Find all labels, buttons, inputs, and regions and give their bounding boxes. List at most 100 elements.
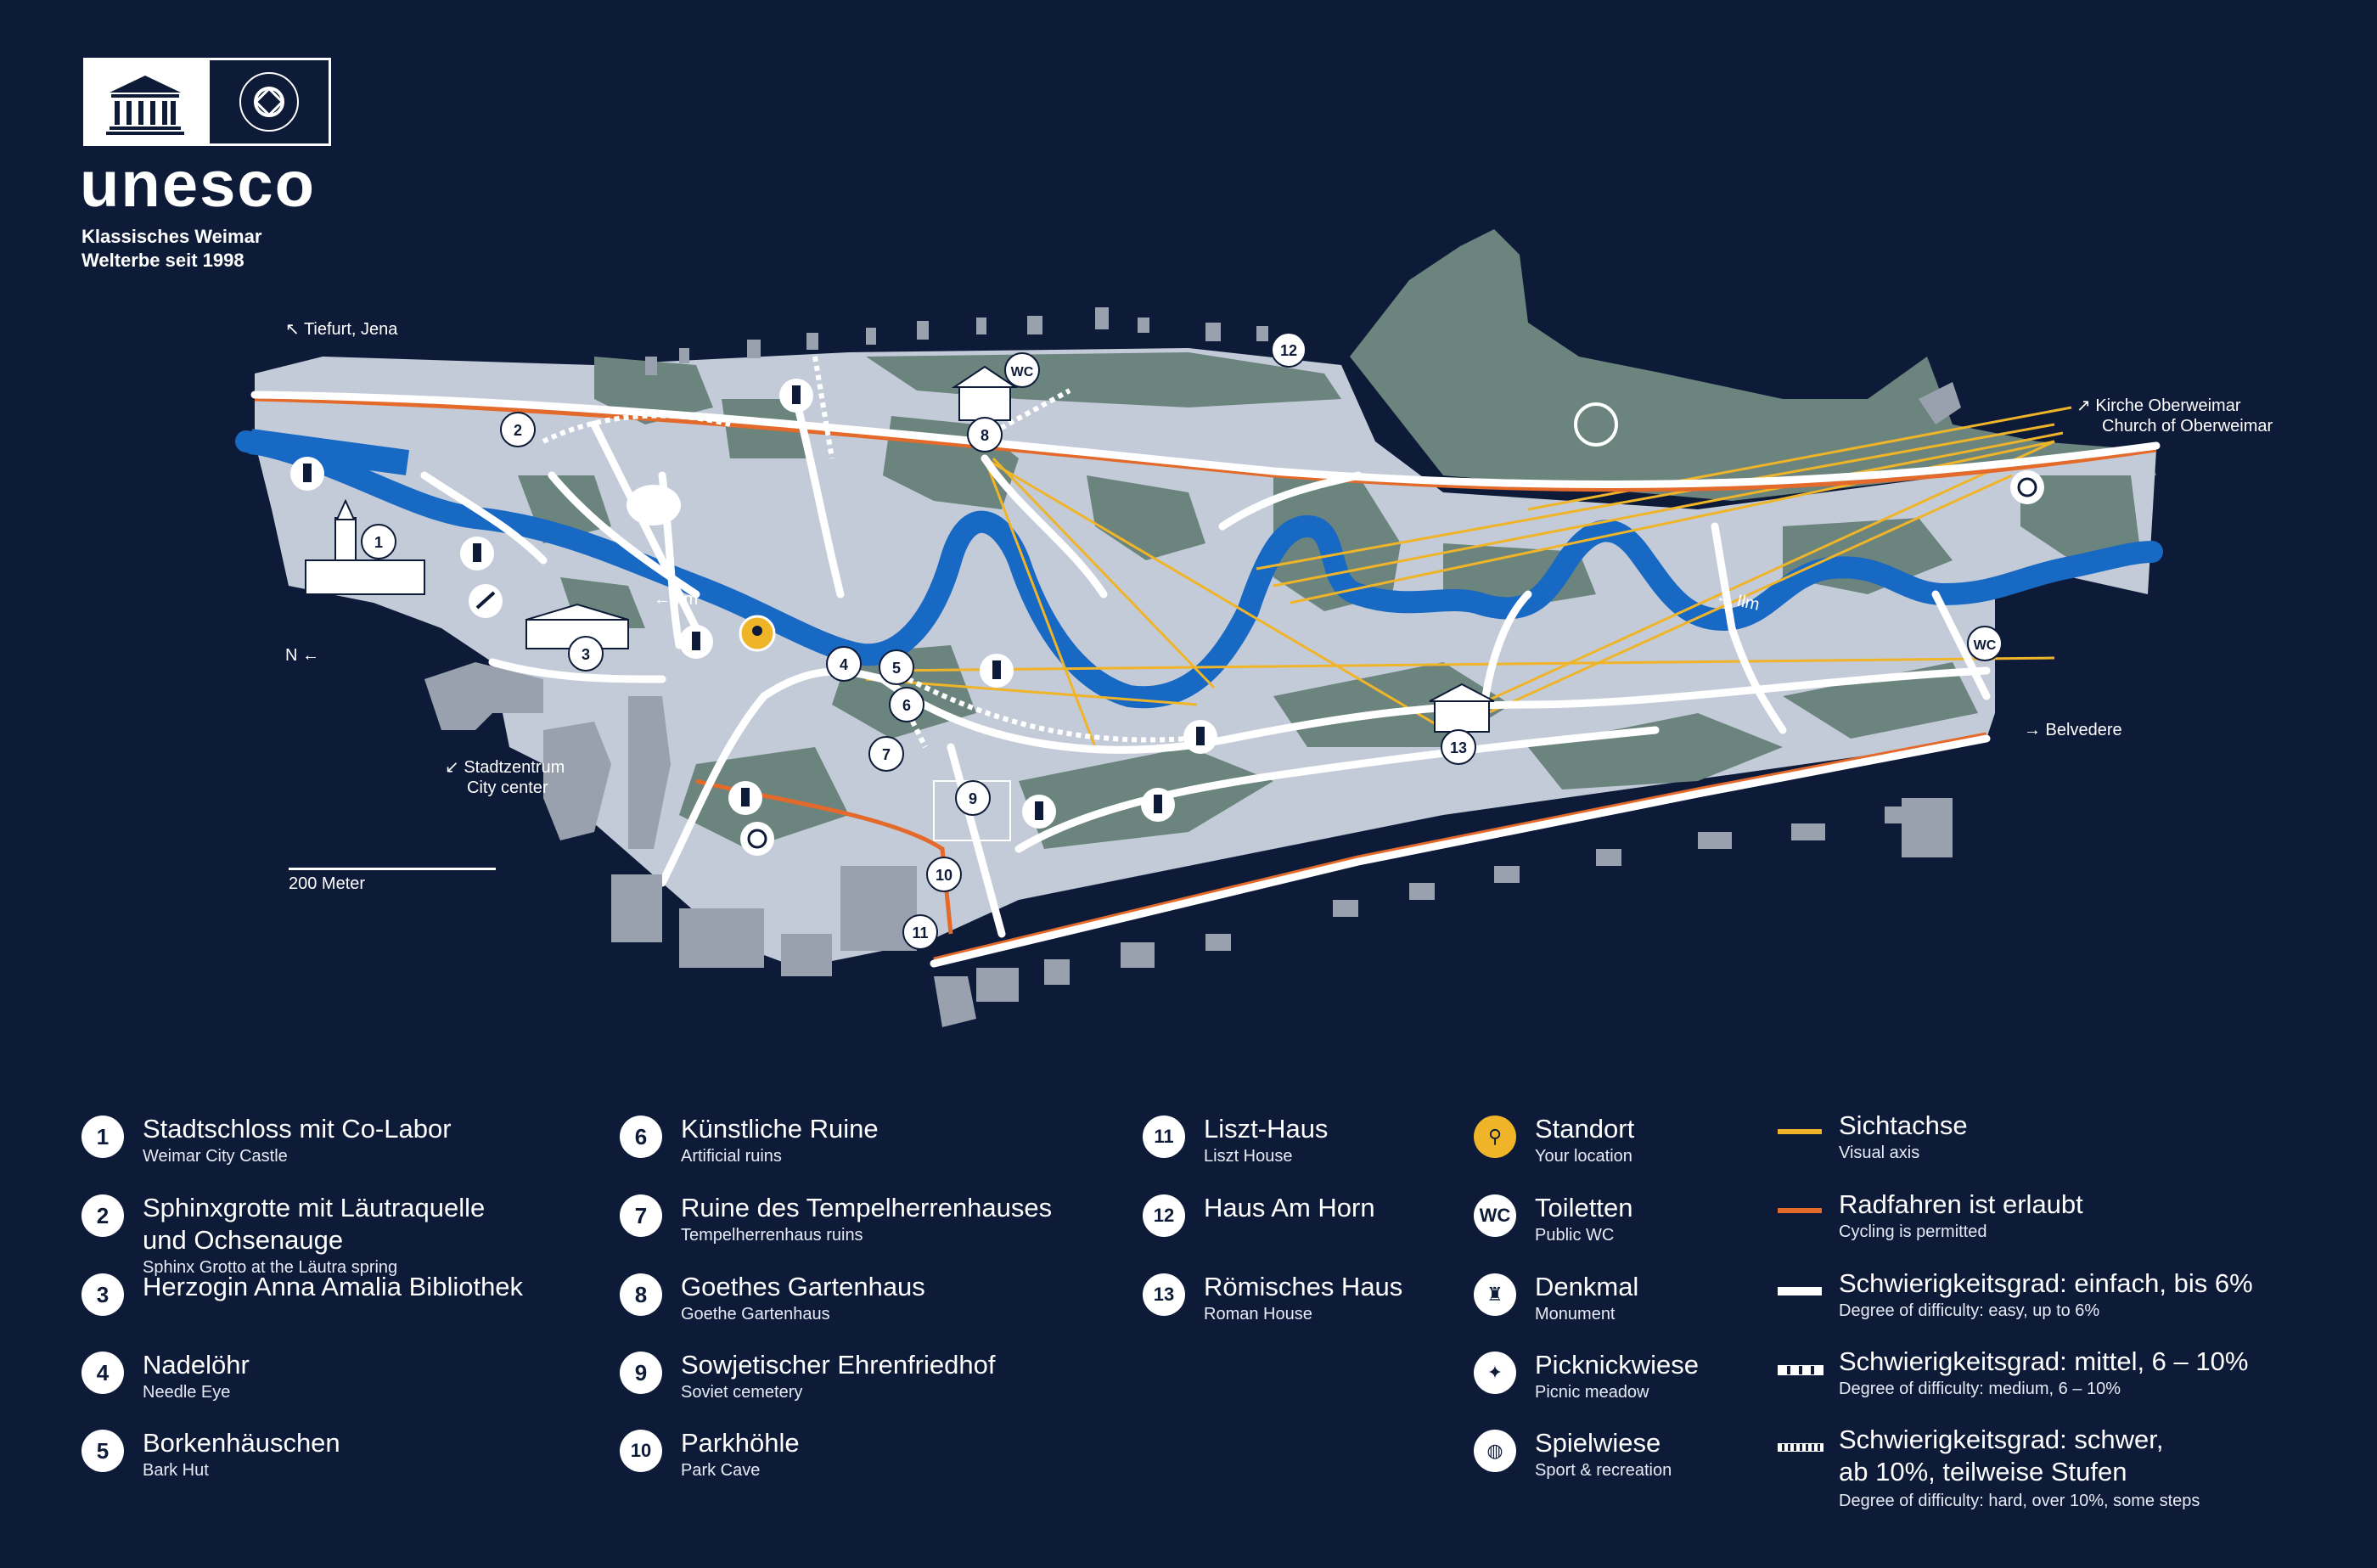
world-heritage-logo xyxy=(207,60,329,143)
legend-symbol-subtitle: Picnic meadow xyxy=(1535,1383,1649,1402)
scale-label: 200 Meter xyxy=(289,874,366,893)
svg-text:12: 12 xyxy=(1280,342,1297,359)
legend-badge-7: 7 xyxy=(620,1194,662,1237)
picnic-icon: ✦ xyxy=(1474,1352,1516,1394)
marker-10: 10 xyxy=(926,857,962,892)
volleyball-icon xyxy=(740,822,774,856)
river-label: ← Ilm xyxy=(654,590,698,609)
legend-symbol-subtitle: Monument xyxy=(1535,1305,1616,1324)
monument-icon: ♜ xyxy=(1474,1273,1516,1316)
marker-8: 8 xyxy=(967,417,1003,452)
legend-subtitle: Artificial ruins xyxy=(681,1147,782,1166)
legend-subtitle: Needle Eye xyxy=(143,1383,231,1402)
legend-badge-6: 6 xyxy=(620,1116,662,1158)
legend-title: Parkhöhle xyxy=(681,1428,800,1458)
marker-3: 3 xyxy=(568,636,604,672)
footpaths xyxy=(250,391,2161,968)
cycling-paths xyxy=(254,396,2157,962)
svg-text:6: 6 xyxy=(902,697,911,714)
marker-4: 4 xyxy=(826,646,862,682)
legend-title: Sowjetischer Ehrenfriedhof xyxy=(681,1350,996,1380)
svg-text:8: 8 xyxy=(981,427,989,444)
monument-icon xyxy=(1022,795,1056,829)
monument-markers xyxy=(290,379,1217,829)
legend-subtitle: Soviet cemetery xyxy=(681,1383,803,1402)
svg-text:5: 5 xyxy=(892,660,901,677)
city-buildings xyxy=(424,307,1961,1027)
legend-subtitle: Goethe Gartenhaus xyxy=(681,1305,830,1324)
legend-subtitle: Tempelherrenhaus ruins xyxy=(681,1226,863,1245)
svg-text:2: 2 xyxy=(514,422,522,439)
marker-12: 12 xyxy=(1271,332,1307,368)
marker-1: 1 xyxy=(361,524,396,559)
direction-belvedere: → Belvedere xyxy=(2024,721,2122,739)
cycling-swatch xyxy=(1778,1208,1822,1213)
marker-6: 6 xyxy=(889,687,924,722)
roman-house-building xyxy=(1429,683,1495,733)
city-castle-building xyxy=(305,498,425,595)
legend-title: Stadtschloss mit Co-Labor xyxy=(143,1114,452,1144)
legend-title: Sphinxgrotte mit Läutraquelle xyxy=(143,1193,486,1222)
marker-7: 7 xyxy=(868,736,904,772)
legend-title: Liszt-Haus xyxy=(1204,1114,1329,1144)
monument-icon xyxy=(779,379,813,413)
star-plaza xyxy=(627,485,681,525)
wc-icon: WC xyxy=(1474,1194,1516,1237)
legend-title: Nadelöhr xyxy=(143,1350,250,1380)
legend-symbol-title: Picknickwiese xyxy=(1535,1350,1699,1380)
direction-oberweimar: ↗ Kirche Oberweimar Church of Oberweimar xyxy=(2076,396,2273,436)
river-west-segment xyxy=(248,429,410,475)
legend-subtitle: Sphinx Grotto at the Läutra spring xyxy=(143,1258,398,1277)
legend-title: Borkenhäuschen xyxy=(143,1428,340,1458)
north-arrow: N ← xyxy=(285,646,319,665)
legend-symbol-subtitle: Your location xyxy=(1535,1147,1632,1166)
location-pin-icon[interactable] xyxy=(739,615,776,652)
direction-oberweimar-en: Church of Oberweimar xyxy=(2102,417,2273,436)
legend-line-title: Schwierigkeitsgrad: mittel, 6 – 10% xyxy=(1839,1346,2249,1376)
marker-11: 11 xyxy=(902,914,938,950)
legend-line-subtitle: Degree of difficulty: easy, up to 6% xyxy=(1839,1301,2100,1320)
monument-icon xyxy=(980,654,1014,688)
marker-2: 2 xyxy=(500,412,536,447)
picnic-icon xyxy=(469,584,503,618)
place-markers[interactable]: 1 2 3 4 5 6 7 8 9 10 11 12 13 xyxy=(361,332,1476,950)
legend-badge-11: 11 xyxy=(1143,1116,1185,1158)
legend-title: Ruine des Tempelherrenhauses xyxy=(681,1193,1053,1222)
legend-line-title: Schwierigkeitsgrad: einfach, bis 6% xyxy=(1839,1268,2253,1298)
monument-icon xyxy=(460,537,494,570)
legend-symbol-subtitle: Sport & recreation xyxy=(1535,1461,1672,1480)
direction-tiefurt: ↖ Tiefurt, Jena xyxy=(285,320,398,339)
volleyball-icon: ◍ xyxy=(1474,1430,1516,1472)
legend-subtitle: Liszt House xyxy=(1204,1147,1293,1166)
legend-symbol-title: Spielwiese xyxy=(1535,1428,1661,1458)
legend-badge-12: 12 xyxy=(1143,1194,1185,1237)
wc-label: WC xyxy=(1974,638,1997,653)
legend-title: Römisches Haus xyxy=(1204,1272,1403,1301)
forest-area xyxy=(1350,229,2156,501)
site-title: Klassisches Weimar xyxy=(81,226,262,247)
temple-icon xyxy=(106,76,184,135)
world-heritage-icon xyxy=(239,72,299,132)
legend-badge-13: 13 xyxy=(1143,1273,1185,1316)
legend-subtitle: Park Cave xyxy=(681,1461,761,1480)
legend-badge-1: 1 xyxy=(81,1116,124,1158)
legend-subtitle: Bark Hut xyxy=(143,1461,209,1480)
direction-city-center: ↙ Stadtzentrum City center xyxy=(445,757,565,798)
legend-title: Künstliche Ruine xyxy=(681,1114,879,1144)
wc-icon: WC xyxy=(1967,626,2003,661)
legend-badge-9: 9 xyxy=(620,1352,662,1394)
location-pin-icon: ⚲ xyxy=(1474,1116,1516,1158)
legend-line-subtitle: Visual axis xyxy=(1839,1144,1920,1162)
legend-line-subtitle: Cycling is permitted xyxy=(1839,1222,1987,1241)
scale-bar xyxy=(289,868,496,870)
marker-9: 9 xyxy=(955,780,991,816)
legend-subtitle: Roman House xyxy=(1204,1305,1312,1324)
legend-symbol-title: Toiletten xyxy=(1535,1193,1633,1222)
easy-path-swatch xyxy=(1778,1287,1822,1295)
unesco-wordmark: unesco xyxy=(80,149,317,221)
svg-text:7: 7 xyxy=(882,746,891,763)
legend-title-line2: und Ochsenauge xyxy=(143,1225,344,1255)
park-map[interactable]: WC WC 1 2 3 4 5 6 7 8 9 10 11 12 13 ← Il… xyxy=(0,0,2377,1070)
unesco-temple-logo xyxy=(86,60,207,143)
unesco-emblem xyxy=(83,58,331,146)
